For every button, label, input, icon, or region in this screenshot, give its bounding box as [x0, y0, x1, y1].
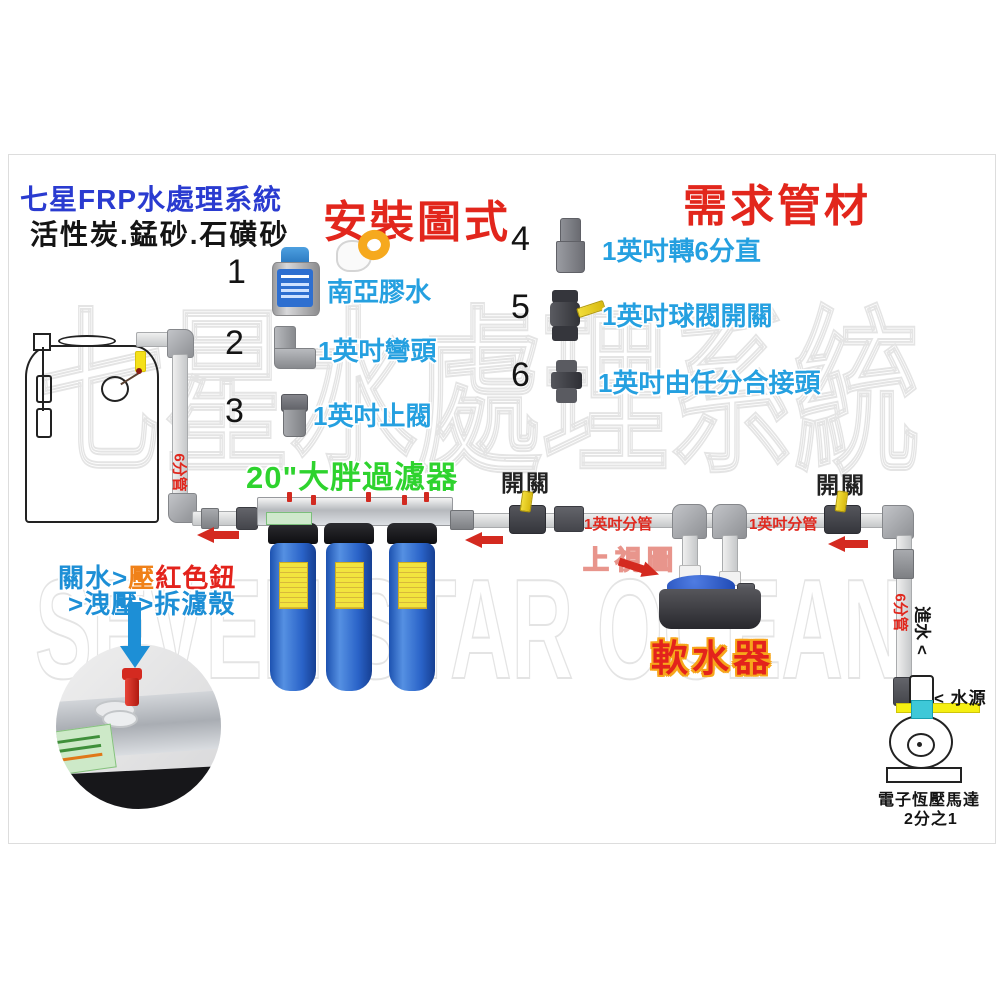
part-label-4: 1英吋轉6分直 — [602, 236, 761, 266]
union-nut — [551, 372, 582, 389]
part-label-1: 南亞膠水 — [327, 277, 432, 307]
softener-label: 軟水器 — [651, 638, 774, 679]
left-riser-size-label: 6分管 — [170, 453, 188, 492]
filter-outlet-fitting — [450, 510, 474, 530]
flow-arrow-to-filter — [465, 532, 503, 548]
part-label-3: 1英吋止閥 — [313, 401, 432, 431]
softener-outlet-elbow — [712, 504, 747, 539]
part-number-6: 6 — [511, 356, 530, 394]
part-number-3: 3 — [225, 392, 244, 430]
applicator-cloth — [336, 240, 372, 272]
right-top-elbow — [882, 505, 914, 539]
part-number-5: 5 — [511, 288, 530, 326]
main-pipe-label-left: 1英吋分管 — [584, 516, 653, 533]
part-label-2: 1英吋彎頭 — [318, 336, 437, 366]
filter-cap-3 — [387, 523, 437, 544]
filter-label-2 — [335, 562, 364, 609]
pump-spec-label: 2分之1 — [904, 811, 958, 828]
detail-photo-circle — [56, 644, 221, 809]
water-inlet-label: 進水 < — [912, 606, 932, 655]
page-subtitle: 活性炭.錳砂.石磺砂 — [30, 219, 290, 250]
float-rod-upper — [36, 375, 52, 403]
photo-red-button-flange — [122, 668, 142, 680]
pump-motor-center-dot — [917, 742, 922, 747]
union-top — [556, 360, 577, 373]
flow-arrow-main — [828, 536, 868, 552]
right-riser-size-label: 6分管 — [891, 593, 909, 632]
softener-inlet-elbow — [672, 504, 707, 539]
softener-body-top-view — [659, 589, 761, 629]
part-number-2: 2 — [225, 324, 244, 362]
filter-cap-2 — [324, 523, 374, 544]
photo-washer-ring-2 — [102, 710, 138, 728]
pressure-release-nub-4 — [402, 495, 407, 505]
ball-valve-bottom-port — [552, 326, 578, 341]
ball-valve-body — [550, 302, 580, 327]
filter-title: 20"大胖過濾器 — [246, 460, 459, 495]
left-top-elbow — [167, 329, 194, 358]
instruction-line-1: 關水>壓紅色鈕 — [58, 558, 236, 595]
filter-label-3 — [398, 562, 427, 609]
main-pipe-label-right: 1英吋分管 — [749, 516, 818, 533]
elbow-horizontal-arm — [274, 348, 316, 369]
float-rod-line — [42, 347, 44, 411]
required-materials-title: 需求管材 — [683, 182, 871, 231]
photo-green-label — [56, 723, 117, 777]
filter-label-1 — [279, 562, 308, 609]
float-rod-lower — [36, 408, 52, 438]
instruction-close-water: 關水> — [58, 563, 129, 593]
flow-arrow-to-tank — [197, 527, 239, 543]
pump-name-label: 電子恆壓馬達 — [878, 792, 981, 809]
part-number-1: 1 — [227, 253, 246, 291]
instruction-line-2: >洩壓>拆濾殼 — [68, 584, 235, 621]
ball-valve-top-port — [552, 290, 578, 303]
filter-inlet-coupling — [201, 508, 219, 529]
source-pipe-yellow — [896, 703, 980, 713]
tank-lid — [58, 335, 116, 347]
bracket-brand-label — [266, 512, 312, 525]
glue-can-label-lines — [281, 275, 309, 278]
page-title: 七星FRP水處理系統 — [20, 184, 283, 215]
part-number-4: 4 — [511, 220, 530, 258]
water-source-label: < 水源 — [934, 689, 987, 708]
instruction-release-pressure: >洩壓>拆濾殼 — [68, 589, 236, 619]
part-label-6: 1英吋由任分合接頭 — [598, 368, 821, 398]
photo-red-button — [125, 678, 139, 706]
riser-reducer-fitting — [893, 549, 914, 579]
pressure-release-nub-2 — [311, 495, 316, 505]
pump-base — [886, 767, 962, 783]
pump-cyan-fitting — [911, 700, 933, 719]
filter-inlet-fitting — [236, 507, 258, 530]
pressure-release-nub-3 — [366, 492, 371, 502]
float-ball — [101, 376, 129, 402]
part-label-5: 1英吋球閥開關 — [602, 301, 773, 331]
install-diagram-title: 安裝圖式 — [323, 198, 511, 247]
inlet-dropper-tip — [136, 368, 142, 374]
diagram-border — [8, 154, 996, 844]
pressure-release-nub-1 — [287, 492, 292, 502]
instruction-press: 壓 — [128, 563, 156, 593]
instruction-red-button: 紅色鈕 — [155, 563, 237, 593]
filter-cap-1 — [268, 523, 318, 544]
glue-can-cap — [281, 247, 309, 264]
check-valve-body — [283, 409, 306, 437]
union-bottom — [556, 388, 577, 403]
reducer-bottom — [556, 241, 585, 273]
pressure-release-nub-5 — [424, 492, 429, 502]
main-pipe-union — [554, 506, 584, 532]
